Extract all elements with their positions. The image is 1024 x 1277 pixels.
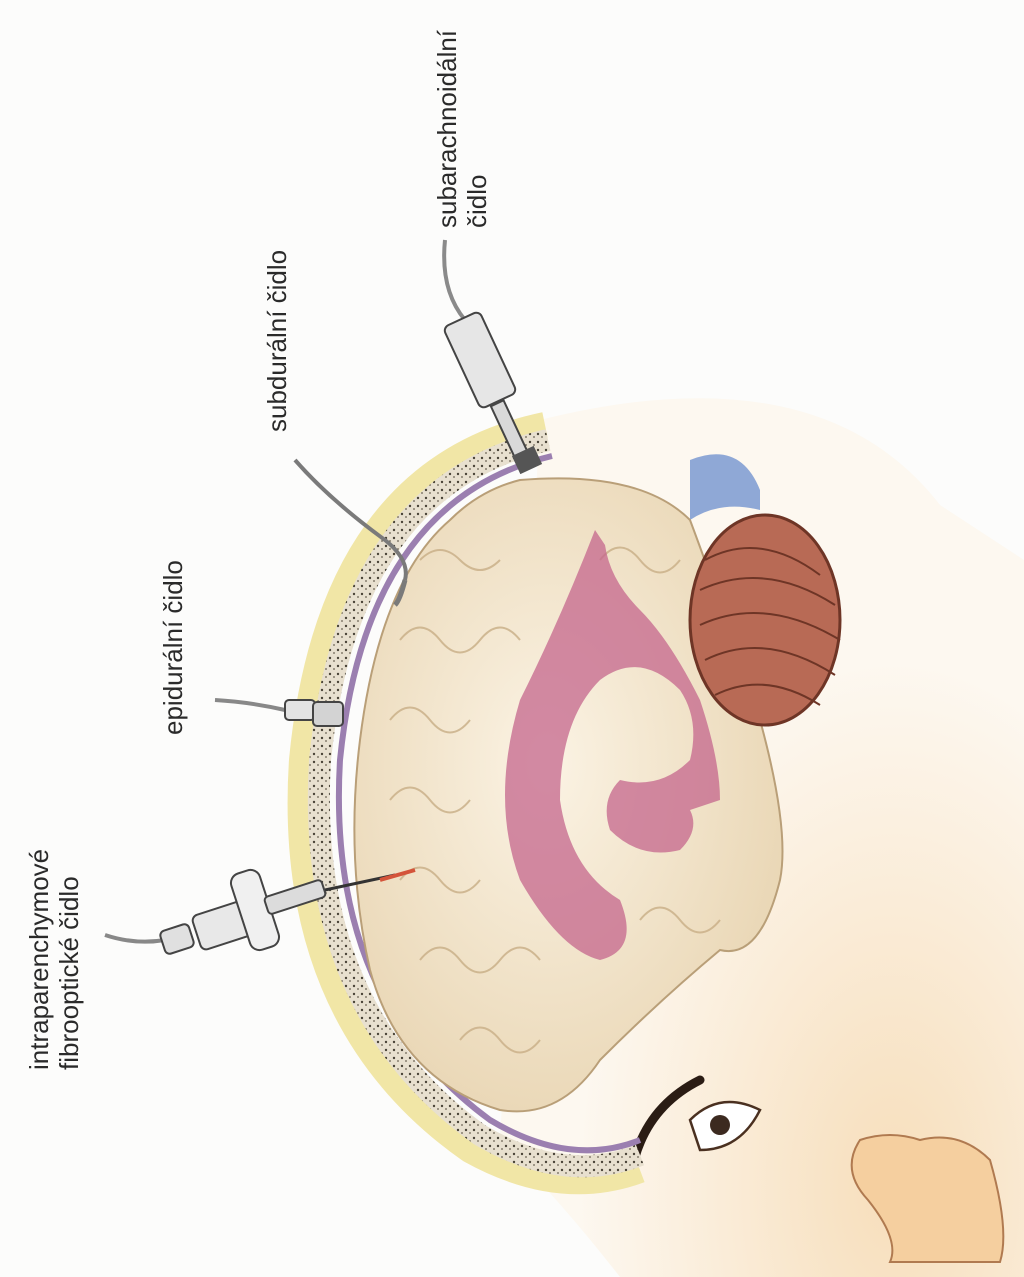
label-epidural: epidurální čidlo <box>158 560 188 735</box>
lateral-ventricle <box>505 530 720 960</box>
skull-bone <box>307 429 645 1178</box>
nose <box>850 1134 1005 1263</box>
csf-space <box>690 454 760 520</box>
label-intraparenchymal: intraparenchymové fibrooptické čidlo <box>24 849 84 1070</box>
cerebellum-folia <box>699 547 841 706</box>
cerebellum <box>688 513 842 727</box>
label-subarachnoid-line1: subarachnoidální <box>432 29 462 228</box>
label-subarachnoid: subarachnoidální čidlo <box>432 30 492 228</box>
label-intraparenchymal-line2: fibrooptické čidlo <box>54 876 84 1070</box>
subarachnoid-sensor <box>442 239 543 475</box>
label-subdural: subdurální čidlo <box>262 250 292 432</box>
label-subdural-text: subdurální čidlo <box>262 249 292 432</box>
intraparenchymal-sensor <box>104 868 416 955</box>
subdural-sensor <box>293 458 408 607</box>
brain-gyri <box>389 546 721 1054</box>
label-subarachnoid-line2: čidlo <box>462 174 492 228</box>
scalp <box>287 412 645 1195</box>
epidural-sensor <box>214 698 344 727</box>
label-epidural-text: epidurální čidlo <box>158 560 188 735</box>
dura-mater <box>335 453 642 1154</box>
label-intraparenchymal-line1: intraparenchymové <box>24 848 54 1070</box>
pupil <box>710 1115 730 1135</box>
